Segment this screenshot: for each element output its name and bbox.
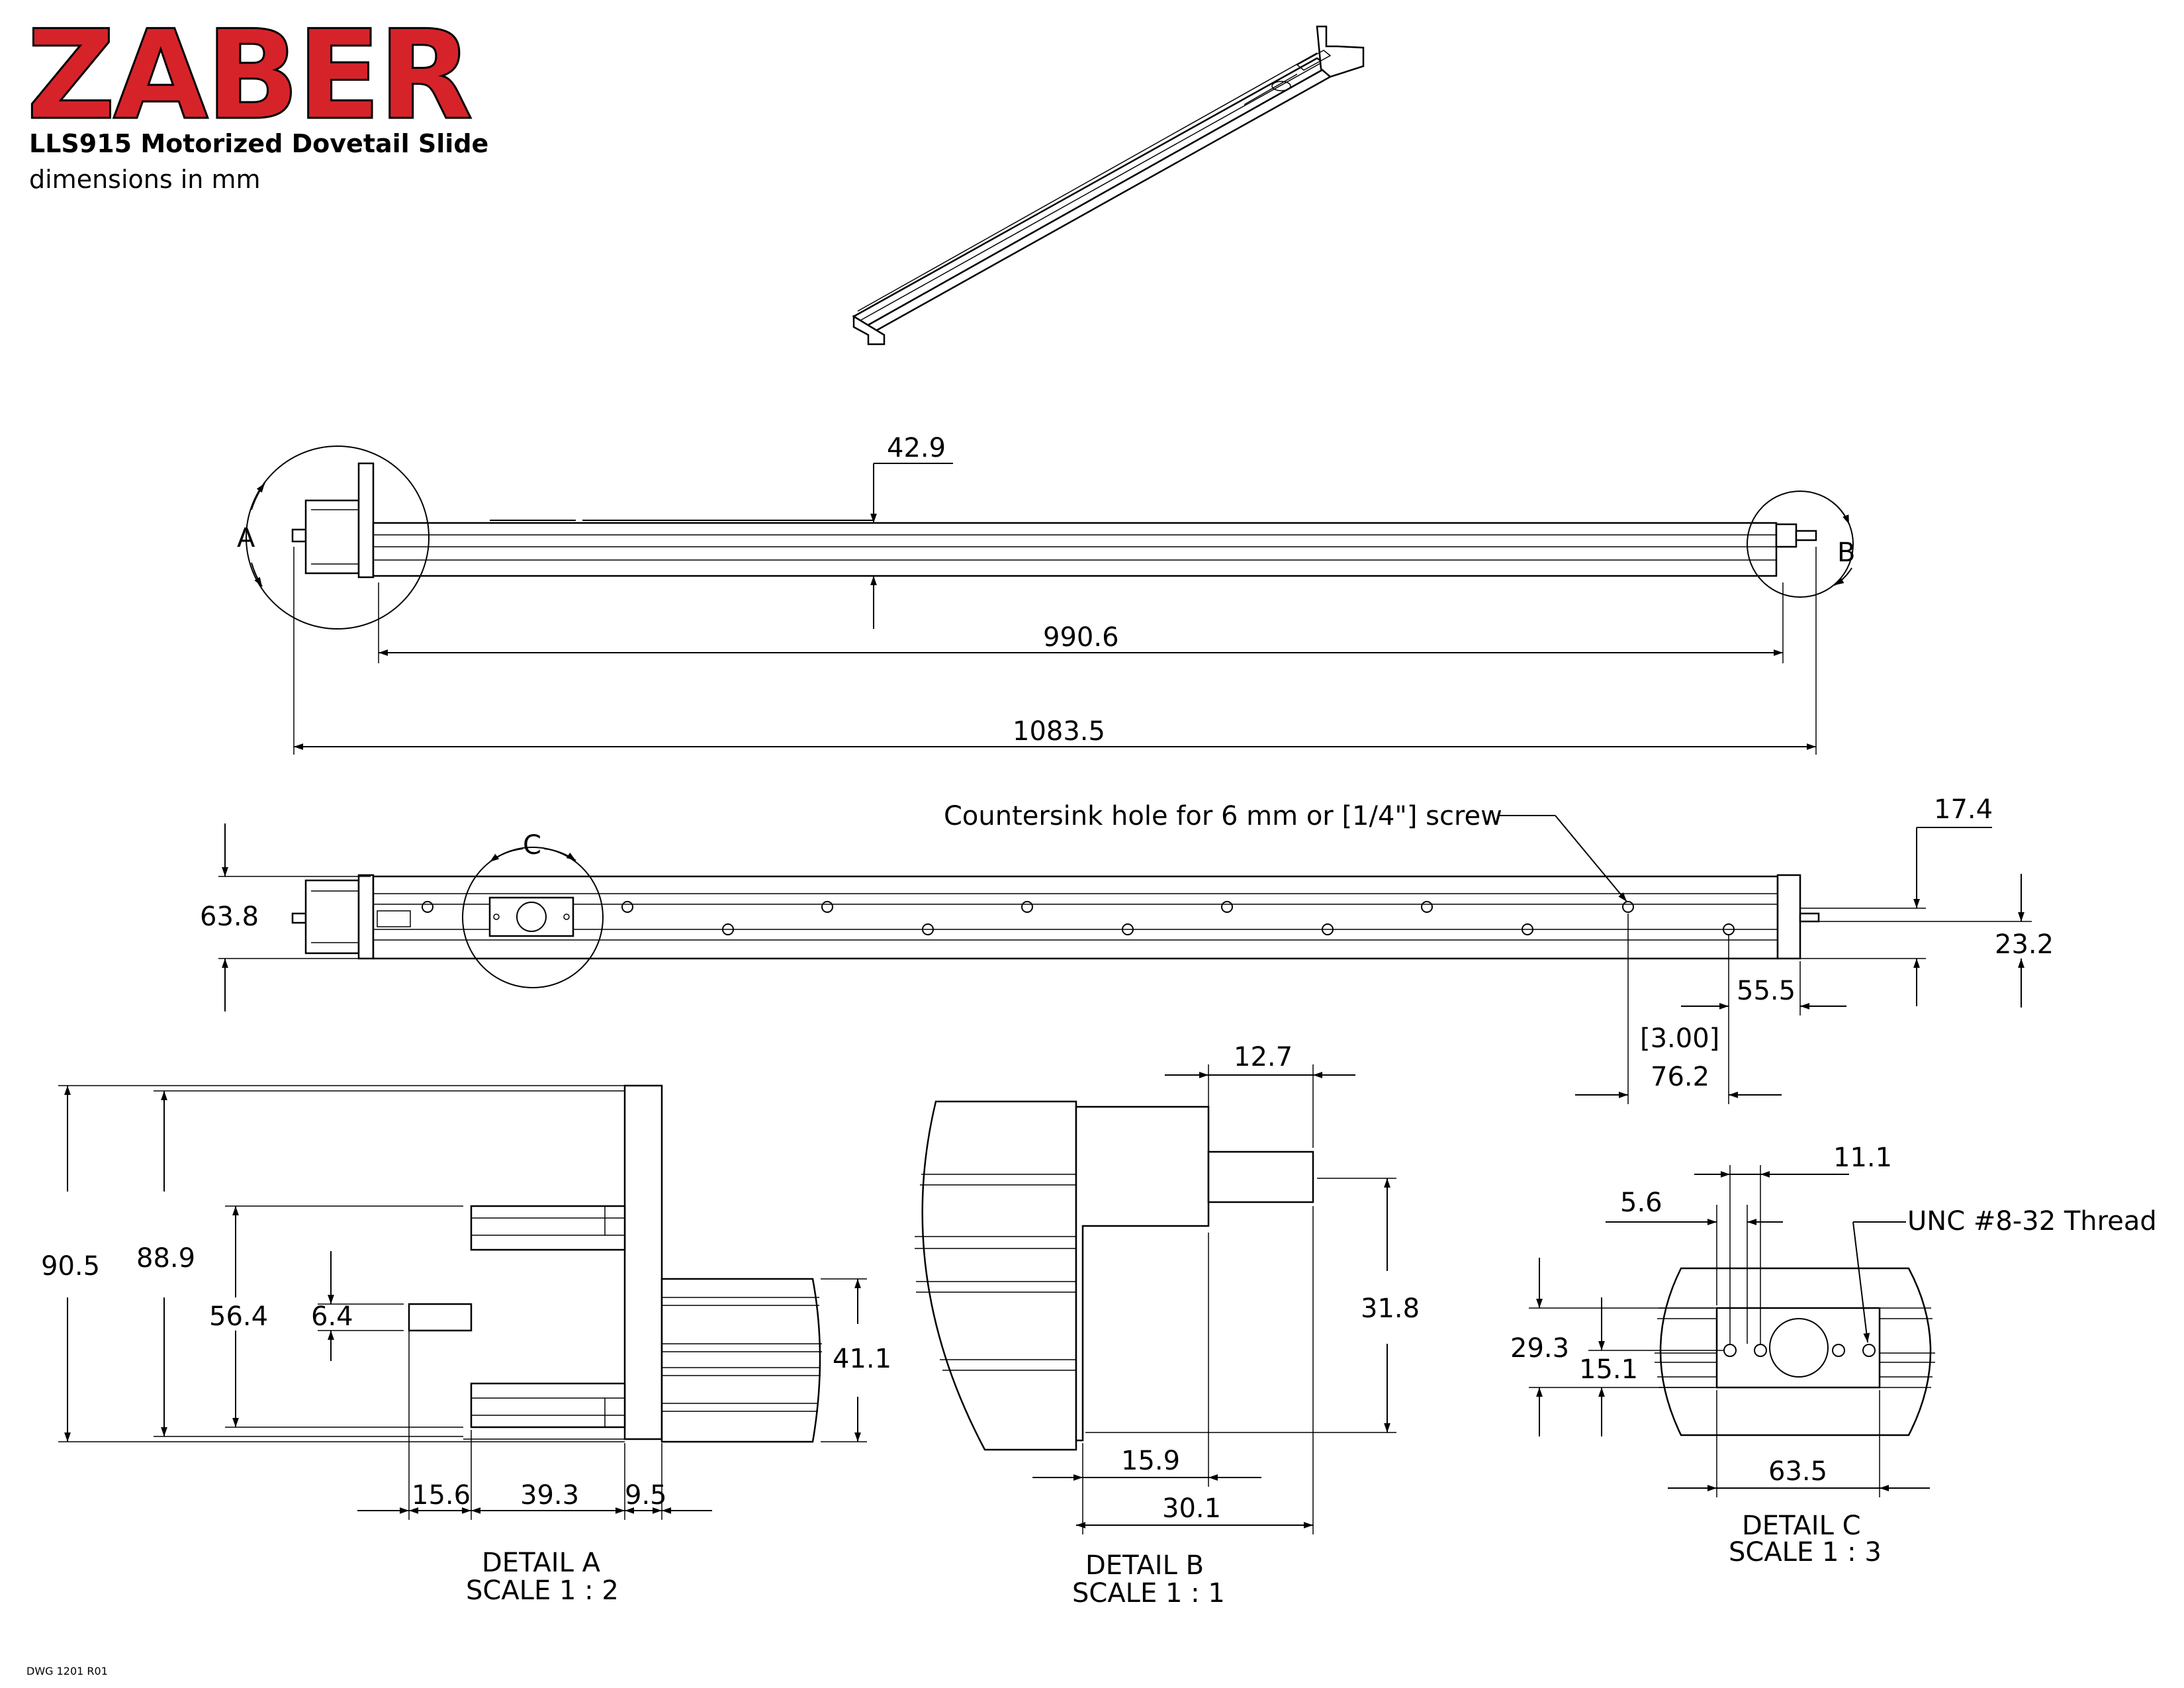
drawing-number: DWG 1201 R01	[26, 1665, 108, 1677]
detail-b-label: DETAIL B	[1085, 1550, 1204, 1581]
countersink-holes	[422, 901, 1735, 935]
side-view: A B 42.9 990.6 1083.5	[237, 433, 1855, 755]
dim-overall-length: 1083.5	[1013, 716, 1105, 747]
detail-a-dim-39-3: 39.3	[520, 1480, 579, 1511]
shaft-stub-left	[291, 528, 307, 543]
detail-a-end-plate	[623, 1084, 663, 1440]
detail-b-end-cap	[1075, 1105, 1210, 1442]
detail-a-dim-90-5: 90.5	[41, 1251, 100, 1282]
detail-a-dim-88-9: 88.9	[136, 1243, 195, 1274]
carriage-plate	[488, 896, 574, 937]
dim-travel-length: 990.6	[1043, 622, 1119, 653]
detail-c-dim-63-5: 63.5	[1768, 1456, 1827, 1487]
end-plate-top	[357, 874, 375, 960]
detail-c-tag: C	[523, 830, 541, 861]
detail-a-dim-9-5: 9.5	[625, 1480, 667, 1511]
countersink-note: Countersink hole for 6 mm or [1/4"] scre…	[944, 801, 1502, 831]
header: ZABER LLS915 Motorized Dovetail Slide di…	[26, 3, 489, 195]
detail-a: 90.5 88.9 56.4 6.4 41.1 1	[41, 1084, 891, 1606]
dim-width: 63.8	[200, 902, 259, 932]
dim-end-offset: 55.5	[1737, 976, 1796, 1006]
detail-c-thread-note: UNC #8-32 Thread	[1907, 1206, 2157, 1237]
slide-body	[372, 522, 1778, 577]
isometric-view	[852, 25, 1365, 346]
detail-c-scale: SCALE 1 : 3	[1729, 1537, 1882, 1568]
end-cap-right	[1775, 523, 1797, 548]
detail-a-dim-41-1: 41.1	[833, 1344, 891, 1374]
detail-c-dim-11-1: 11.1	[1833, 1143, 1892, 1173]
detail-c-dim-29-3: 29.3	[1510, 1333, 1569, 1364]
detail-b: 12.7 31.8 15.9 30.1 DETAIL B SCALE 1 : 1	[915, 1042, 1420, 1609]
dim-spacing-in: [3.00]	[1640, 1023, 1719, 1054]
dim-height: 42.9	[887, 433, 946, 463]
detail-c-circle	[462, 847, 604, 988]
motor-block	[304, 499, 360, 575]
detail-b-scale: SCALE 1 : 1	[1072, 1578, 1225, 1609]
detail-a-label: DETAIL A	[482, 1548, 601, 1578]
detail-b-dim-31-8: 31.8	[1361, 1293, 1420, 1324]
units-note: dimensions in mm	[29, 165, 260, 194]
detail-c-label: DETAIL C	[1742, 1511, 1861, 1541]
detail-b-shaft	[1207, 1150, 1314, 1203]
dim-end: 17.4	[1934, 794, 1993, 825]
detail-a-tag: A	[237, 523, 255, 553]
brand-logo: ZABER	[26, 3, 471, 147]
detail-a-dim-6-4: 6.4	[311, 1301, 353, 1332]
detail-c-carriage	[1715, 1307, 1881, 1389]
detail-b-tag: B	[1837, 538, 1855, 568]
detail-c-dim-15-1: 15.1	[1579, 1354, 1638, 1385]
detail-a-body-section	[660, 1278, 821, 1443]
detail-b-circle	[1747, 491, 1854, 598]
detail-b-body-section	[921, 1100, 1077, 1451]
detail-a-dim-15-6: 15.6	[412, 1480, 471, 1511]
detail-c-center-bore	[1769, 1318, 1829, 1378]
detail-c-dim-5-6: 5.6	[1620, 1188, 1662, 1218]
dim-offset: 23.2	[1995, 929, 2054, 960]
detail-b-dim-15-9: 15.9	[1121, 1446, 1180, 1476]
end-plate-left	[357, 462, 375, 579]
detail-c-thread-hole	[1862, 1344, 1876, 1357]
shaft-stub-right	[1795, 530, 1817, 541]
motor-block-top	[304, 879, 360, 955]
slide-body-top	[372, 875, 1779, 960]
dim-spacing-mm: 76.2	[1651, 1062, 1709, 1092]
detail-c: 11.1 5.6 UNC #8-32 Thread 29.3 15.1 63.5…	[1510, 1143, 2157, 1568]
detail-b-dim-30-1: 30.1	[1162, 1493, 1221, 1524]
top-view: C Countersink hole for 6 mm or [1/4"] sc…	[200, 794, 2054, 1104]
product-title: LLS915 Motorized Dovetail Slide	[29, 129, 488, 158]
detail-a-dim-56-4: 56.4	[209, 1301, 268, 1332]
detail-a-circle	[246, 445, 430, 630]
detail-a-shaft	[408, 1303, 473, 1332]
detail-b-dim-12-7: 12.7	[1234, 1042, 1293, 1072]
detail-a-scale: SCALE 1 : 2	[466, 1575, 619, 1606]
